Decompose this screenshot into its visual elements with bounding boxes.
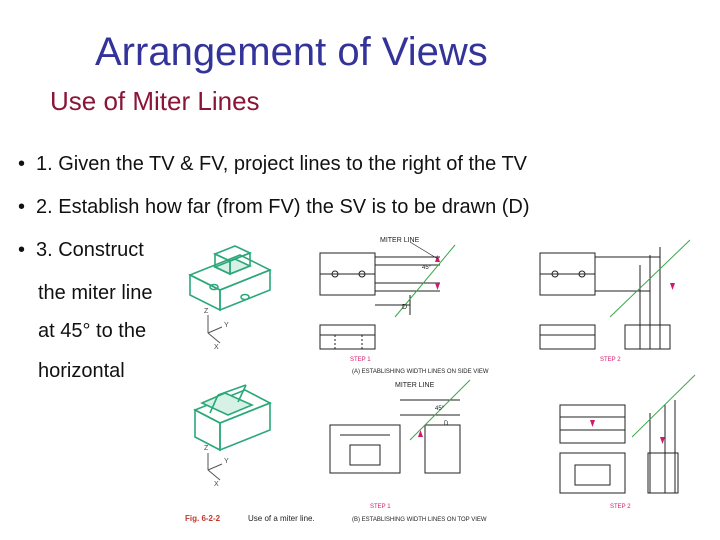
arrow-b2-b [660,437,665,444]
miter-line-a1 [394,244,456,318]
bullet-3-line-2: the miter line [38,282,153,304]
arrow-a1-down [435,283,440,290]
panel-b-step2-drawing [559,400,679,494]
bullet-1-text: 1. Given the TV & FV, project lines to t… [36,153,528,175]
axis-y-label-bottom: Y [224,458,229,465]
caption-b: (B) ESTABLISHING WIDTH LINES ON TOP VIEW [352,517,487,523]
axis-y-label-top: Y [224,322,229,329]
d-label-top: D [402,304,407,311]
slide-subtitle: Use of Miter Lines [50,86,260,116]
step2-label-top: STEP 2 [600,357,621,363]
d-label-bottom: D [444,421,449,427]
axis-indicator-bottom [207,453,223,481]
axis-z-label-bottom: Z [204,445,209,452]
bullet-3-text: 3. Construct [36,239,144,261]
miter-line-b2 [631,374,696,438]
caption-a: (A) ESTABLISHING WIDTH LINES ON SIDE VIE… [352,369,489,375]
arrow-b2-a [590,420,595,427]
miter-line-figure: Z Y X Z Y X MITER LINE 45° [185,237,696,523]
axis-indicator-top [207,315,223,344]
miter-line-b1 [409,379,471,441]
angle-label-top: 45° [422,265,432,271]
panel-a-step1-drawing [319,252,440,350]
fig-number: Fig. 6-2-2 [185,514,221,523]
step1-label-bottom: STEP 1 [370,504,391,510]
step1-label-top: STEP 1 [350,357,371,363]
angle-label-bottom: 45° [435,406,445,412]
isometric-block-top [188,245,272,312]
axis-x-label-bottom: X [214,481,219,488]
miter-line-a2 [609,239,691,318]
fig-caption: Use of a miter line. [248,514,315,523]
arrow-a2 [670,283,675,290]
bullet-2-text: 2. Establish how far (from FV) the SV is… [36,196,530,218]
axis-z-label-top: Z [204,308,209,315]
axis-x-label-top: X [214,344,219,351]
arrow-b1 [418,430,423,437]
step2-label-bottom: STEP 2 [610,504,631,510]
bullet-3-line-4: horizontal [38,360,125,382]
panel-b-step1-drawing [329,399,461,474]
isometric-block-bottom [193,384,272,452]
slide-title: Arrangement of Views [95,30,488,74]
miter-label-bottom: MITER LINE [395,382,435,389]
bullet-2: •2. Establish how far (from FV) the SV i… [18,196,530,218]
miter-label-top: MITER LINE [380,237,420,244]
panel-a-step2-drawing [539,247,671,350]
bullet-1: •1. Given the TV & FV, project lines to … [18,153,528,175]
bullet-3: •3. Construct [18,239,144,261]
bullet-3-line-3: at 45° to the [38,320,147,342]
